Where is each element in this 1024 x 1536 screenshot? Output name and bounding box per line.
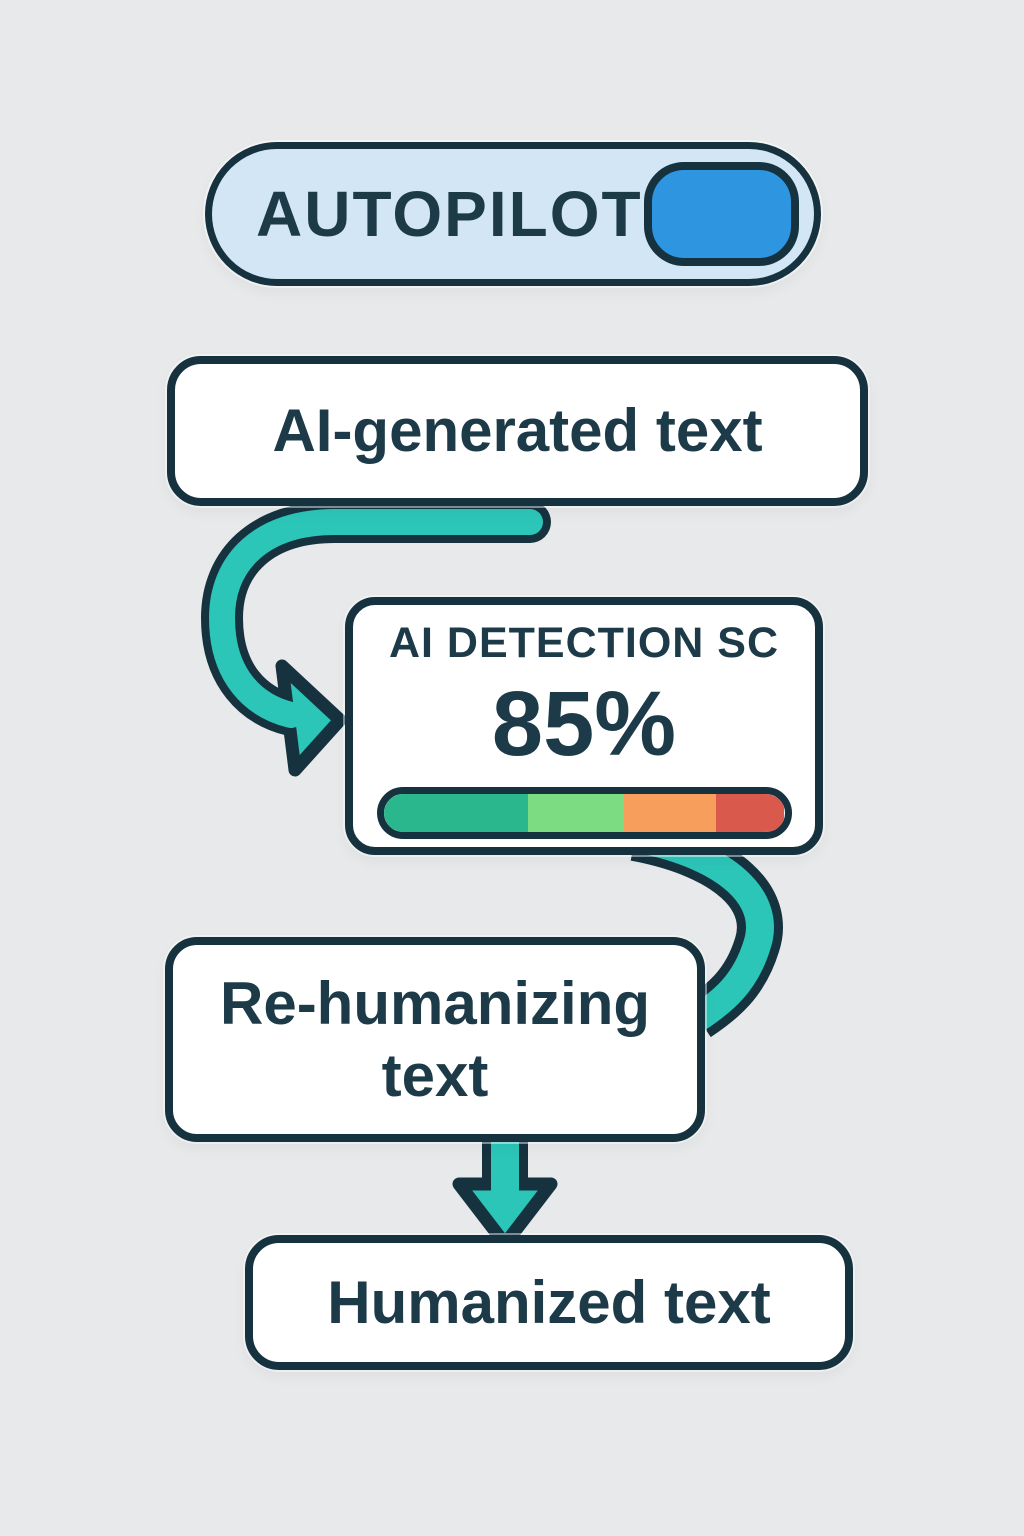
arrow-process-to-output-icon (452, 1134, 558, 1251)
detection-title: AI DETECTION SC (388, 619, 780, 667)
gauge-segment-orange (624, 794, 717, 833)
autopilot-toggle[interactable]: AUTOPILOT (205, 142, 821, 286)
gauge-segment-light-green (527, 794, 625, 833)
arrow-input-to-detection-icon (200, 501, 551, 777)
humanized-text-box: Humanized text (245, 1235, 853, 1370)
detection-gauge-bar (376, 787, 792, 840)
ai-generated-text-box: AI-generated text (167, 356, 868, 506)
gauge-segment-teal (383, 794, 528, 833)
rehumanizing-text-box: Re-humanizing text (165, 937, 705, 1142)
detection-score-value: 85% (491, 673, 677, 776)
rehumanizing-text-label: Re-humanizing text (220, 969, 650, 1109)
ai-generated-text-label: AI-generated text (272, 397, 763, 465)
humanized-text-label: Humanized text (327, 1268, 771, 1336)
autopilot-label: AUTOPILOT (256, 178, 643, 250)
gauge-segment-red (716, 794, 785, 833)
arrow-detection-to-process-icon (630, 815, 783, 1038)
toggle-knob[interactable] (644, 162, 799, 266)
ai-detection-score-box: AI DETECTION SC 85% (345, 597, 823, 855)
